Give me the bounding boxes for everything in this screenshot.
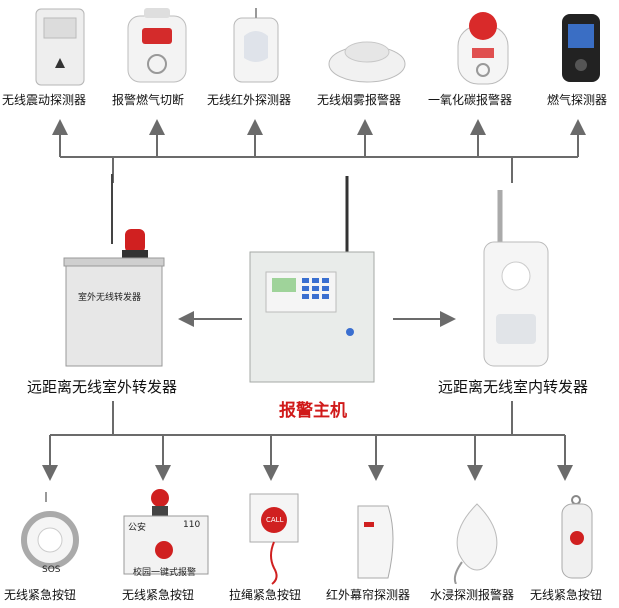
water-leak-detector-icon <box>453 503 498 584</box>
pendant-sos-text: SOS <box>42 565 61 575</box>
top-device-label-4: 无线烟雾报警器 <box>317 93 402 107</box>
gas-detector-icon <box>562 14 600 82</box>
indoor-repeater-label: 远距离无线室内转发器 <box>438 378 589 396</box>
bottom-device-label-3: 拉绳紧急按钮 <box>229 588 302 602</box>
top-device-label-1: 无线震动探测器 <box>2 93 87 107</box>
top-device-label-2: 报警燃气切断 <box>112 93 185 107</box>
emergency-pendant-icon <box>21 492 79 569</box>
emergency-alarm-box-icon <box>123 489 209 575</box>
vibration-detector-icon <box>35 8 85 86</box>
pir-detector-icon <box>233 8 279 83</box>
outdoor-repeater-label: 远距离无线室外转发器 <box>27 378 178 396</box>
bottom-device-label-5: 水浸探测报警器 <box>430 588 515 602</box>
curtain-detector-icon <box>357 505 394 579</box>
top-device-label-6: 燃气探测器 <box>547 93 608 107</box>
emergency-remote-icon <box>561 495 593 579</box>
co-alarm-icon <box>457 12 509 85</box>
outdoor-repeater-device <box>63 174 165 367</box>
indoor-repeater-device <box>483 190 549 367</box>
top-device-label-3: 无线红外探测器 <box>207 93 292 107</box>
bottom-device-label-1: 无线紧急按钮 <box>4 588 77 602</box>
bottom-device-label-6: 无线紧急按钮 <box>530 588 603 602</box>
pull-cord-call-text: CALL <box>266 516 284 524</box>
smoke-alarm-icon <box>328 41 406 83</box>
alarm-box-110-text: 110 <box>183 520 201 530</box>
outdoor-repeater-box-text: 室外无线转发器 <box>78 293 142 303</box>
top-device-label-5: 一氧化碳报警器 <box>428 93 513 107</box>
gas-shutoff-alarm-icon <box>127 8 187 83</box>
alarm-host-label: 报警主机 <box>279 401 347 421</box>
bottom-device-label-4: 红外幕帘探测器 <box>326 588 411 602</box>
alarm-box-campus-text: 校园一键式报警 <box>133 568 197 578</box>
bottom-device-label-2: 无线紧急按钮 <box>122 588 195 602</box>
pull-cord-button-icon <box>249 493 299 585</box>
alarm-box-police-text: 公安 <box>128 523 147 533</box>
alarm-host-panel <box>249 176 375 383</box>
